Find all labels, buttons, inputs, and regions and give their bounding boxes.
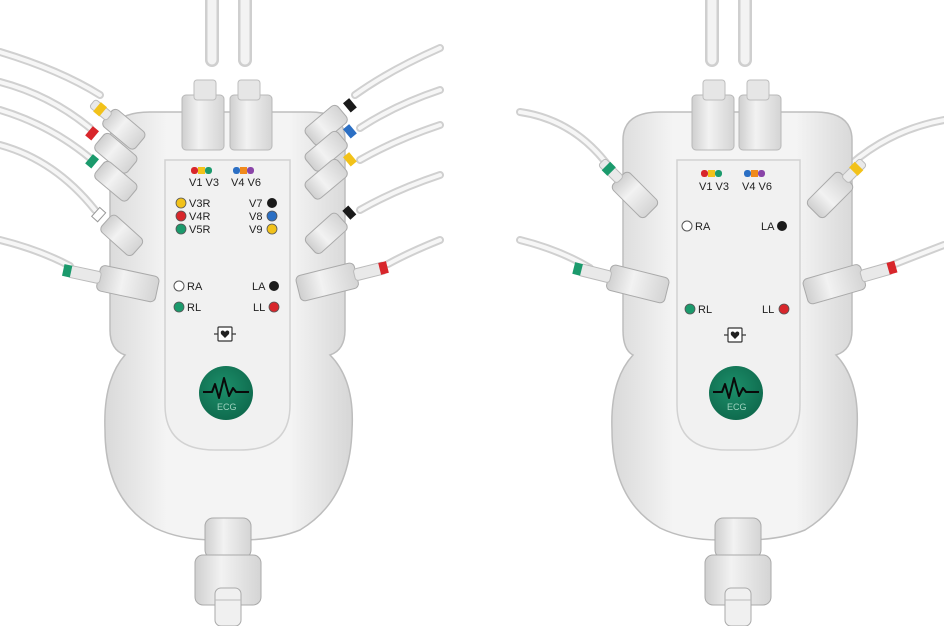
ecg-logo-text: ECG — [217, 402, 237, 412]
ecg-logo-text-2: ECG — [727, 402, 747, 412]
ra-dot — [174, 281, 184, 291]
connector-label-v4-v6-2: V4 V6 — [742, 181, 772, 193]
v5r-dot — [176, 224, 186, 234]
label-v9: V9 — [249, 224, 262, 236]
v8-dot — [267, 211, 277, 221]
lead-wires-right-2 — [850, 120, 944, 268]
label-v4r: V4R — [189, 211, 210, 223]
ra-dot-2 — [682, 221, 692, 231]
v3r-dot — [176, 198, 186, 208]
label-rl-2: RL — [698, 304, 712, 316]
left-device: V1 V3 V4 V6 V3R V4R V5R V7 V8 V9 RA RL L… — [0, 0, 440, 626]
connector-label-v1-v3-2: V1 V3 — [699, 181, 729, 193]
top-cables — [212, 0, 245, 60]
ll-dot-2 — [779, 304, 789, 314]
label-la: LA — [252, 281, 266, 293]
la-dot — [269, 281, 279, 291]
connector-label-v1-v3: V1 V3 — [189, 177, 219, 189]
bottom-connector-2 — [705, 518, 771, 626]
v9-dot — [267, 224, 277, 234]
right-device: V1 V3 V4 V6 RA LA RL LL ECG — [520, 0, 944, 626]
color-bar-v4-v6-2 — [744, 170, 765, 177]
color-bar-v4-v6 — [233, 167, 254, 174]
connector-label-v4-v6: V4 V6 — [231, 177, 261, 189]
top-connector-right-2 — [739, 80, 781, 150]
label-ra: RA — [187, 281, 203, 293]
label-ra-2: RA — [695, 221, 711, 233]
bottom-connector — [195, 518, 261, 626]
top-connector-right — [230, 80, 272, 150]
ecg-logo: ECG — [199, 366, 253, 420]
ecg-logo-2: ECG — [709, 366, 763, 420]
label-ll-2: LL — [762, 304, 774, 316]
top-connector-left — [182, 80, 224, 150]
rl-dot — [174, 302, 184, 312]
v7-dot — [267, 198, 277, 208]
la-dot-2 — [777, 221, 787, 231]
v4r-dot — [176, 211, 186, 221]
label-v5r: V5R — [189, 224, 210, 236]
color-bar-v1-v3-2 — [701, 170, 722, 177]
label-v3r: V3R — [189, 198, 210, 210]
top-connector-left-2 — [692, 80, 734, 150]
ll-dot — [269, 302, 279, 312]
label-v7: V7 — [249, 198, 262, 210]
label-ll: LL — [253, 302, 265, 314]
label-la-2: LA — [761, 221, 775, 233]
label-v8: V8 — [249, 211, 262, 223]
color-bar-v1-v3 — [191, 167, 212, 174]
label-rl: RL — [187, 302, 201, 314]
rl-dot-2 — [685, 304, 695, 314]
